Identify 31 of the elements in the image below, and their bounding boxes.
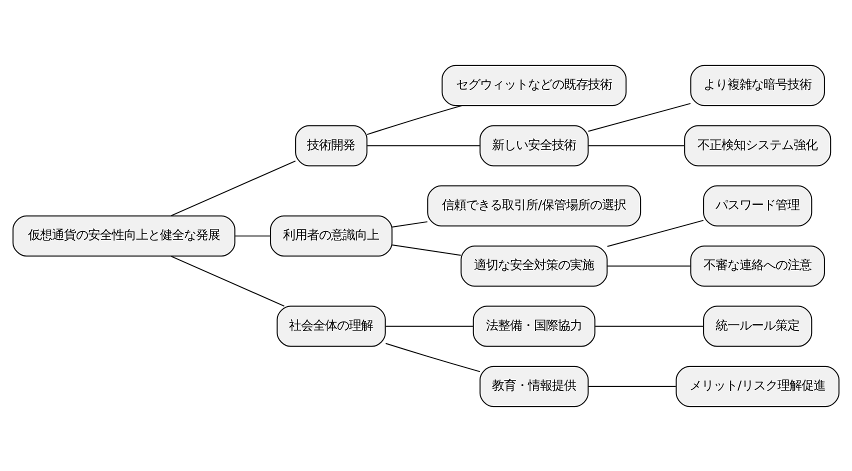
node-box: 信頼できる取引所/保管場所の選択 xyxy=(427,184,642,226)
node-box: セグウィットなどの既存技術 xyxy=(442,64,627,106)
connector xyxy=(366,104,462,135)
connector xyxy=(170,160,296,216)
node-box: 法整備・国際協力 xyxy=(472,305,596,346)
connector xyxy=(392,220,428,228)
node-box: より複雑な暗号技術 xyxy=(690,64,826,106)
node-box: パスワード管理 xyxy=(703,184,812,226)
connector xyxy=(235,234,270,236)
connector xyxy=(607,265,690,266)
node-box: 新しい安全技術 xyxy=(480,124,589,166)
node-box: メリット/リスク理解促進 xyxy=(676,365,840,407)
connector xyxy=(588,385,676,387)
connector xyxy=(607,219,704,246)
connector xyxy=(588,144,684,146)
connector xyxy=(588,102,691,132)
node-box: 不正検知システム強化 xyxy=(684,124,832,166)
connector xyxy=(595,325,704,326)
connector xyxy=(392,244,461,256)
connector xyxy=(386,342,480,372)
connector xyxy=(170,255,284,306)
node-box: 利用者の意識向上 xyxy=(270,214,393,256)
node-box: 統一ルール策定 xyxy=(703,305,812,346)
node-box: 教育・情報提供 xyxy=(480,365,589,407)
node-box: 技術開発 xyxy=(295,124,368,166)
node-box: 社会全体の理解 xyxy=(276,305,386,346)
connector xyxy=(386,325,474,326)
node-box: 不審な連絡への注意 xyxy=(690,244,826,286)
node-box: 仮想通貨の安全性向上と健全な発展 xyxy=(12,214,236,256)
node-box: 適切な安全対策の実施 xyxy=(460,244,608,286)
connector xyxy=(367,144,480,146)
